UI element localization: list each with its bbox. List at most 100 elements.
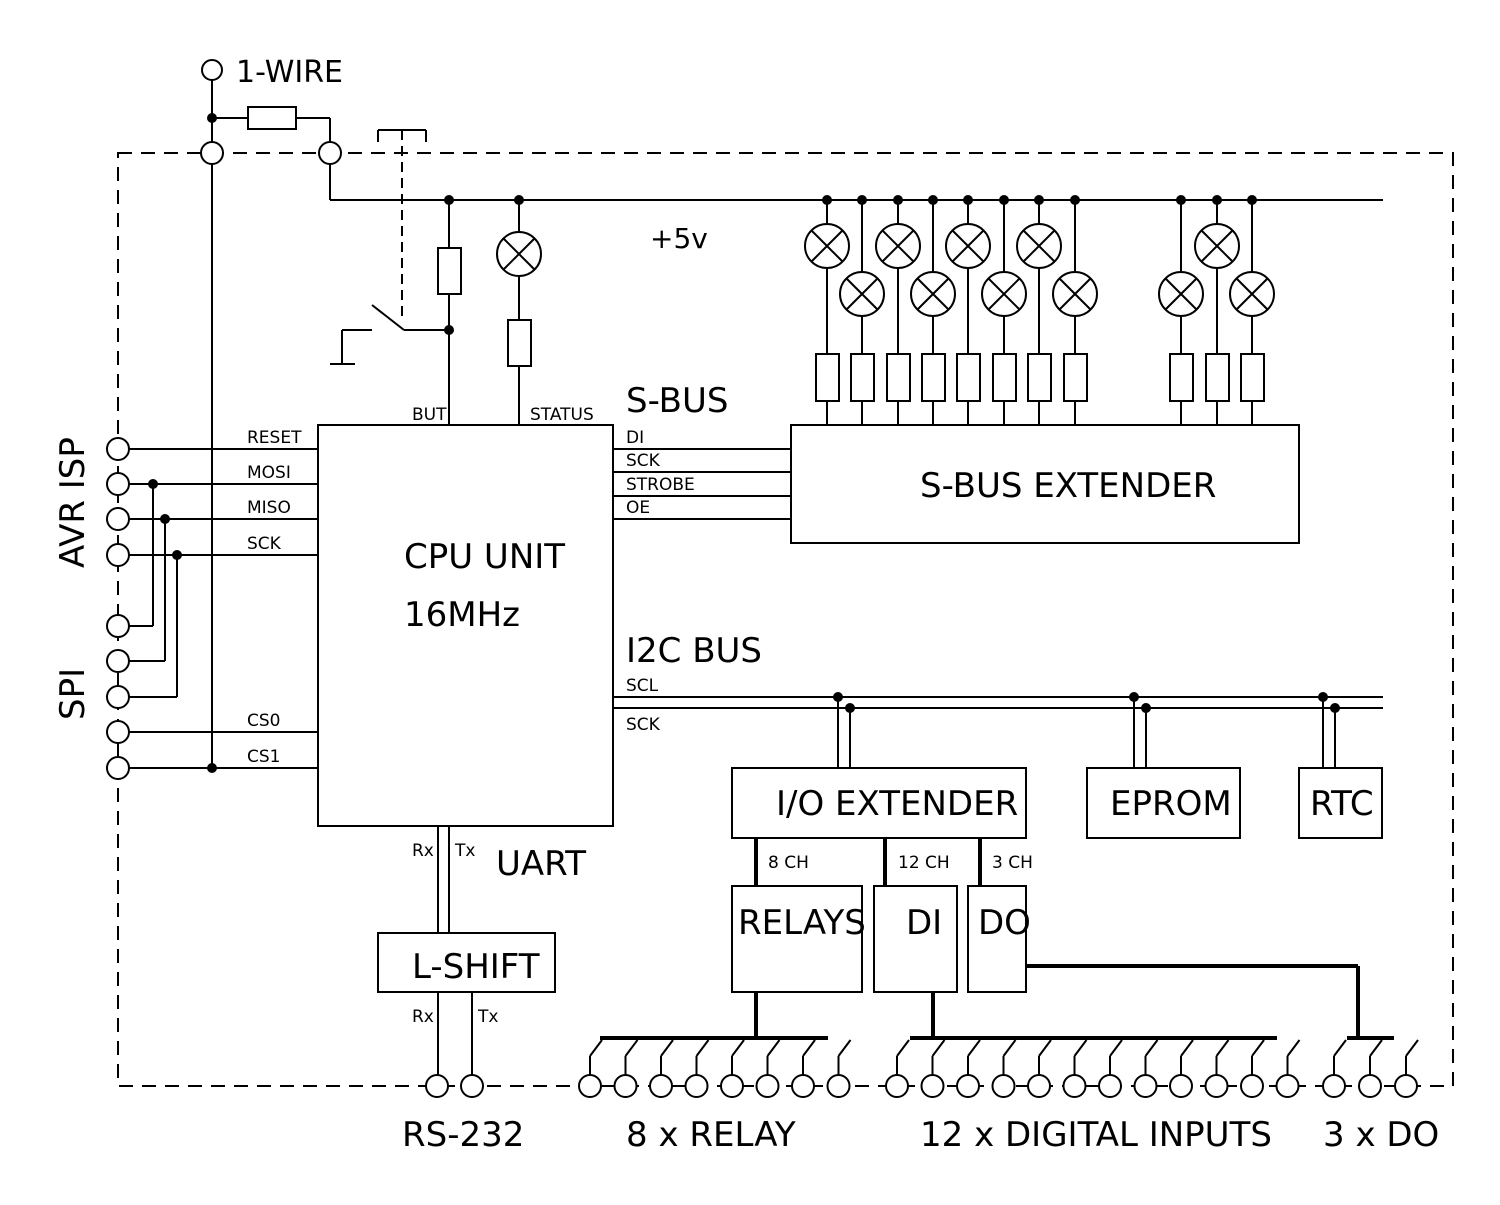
one-wire-vcc-terminal[interactable] (318, 141, 342, 165)
do-terminals (1322, 1039, 1419, 1098)
miso-terminal[interactable] (106, 507, 130, 531)
do-terminal[interactable] (1358, 1039, 1383, 1098)
eprom-block (1086, 767, 1241, 839)
relay-terminal[interactable] (826, 1039, 852, 1098)
digital-input-terminal[interactable] (1169, 1039, 1194, 1098)
led-resistor (1027, 353, 1052, 402)
relay-terminal[interactable] (755, 1039, 781, 1098)
digital-input-terminal[interactable] (1275, 1039, 1301, 1098)
relay-terminal[interactable] (791, 1039, 816, 1098)
cpu-unit-label: CPU UNIT (404, 537, 565, 577)
led-icon (945, 223, 991, 269)
mosi-terminal[interactable] (106, 472, 130, 496)
relay-terminal[interactable] (720, 1039, 745, 1098)
sck-cpu-label: SCK (247, 534, 282, 554)
cs0-label: CS0 (247, 711, 280, 731)
digital-input-terminal[interactable] (1098, 1039, 1123, 1098)
led-resistor (956, 353, 981, 402)
led-icon (1158, 271, 1204, 317)
but-label: BUT (412, 405, 447, 425)
cpu-unit-block (317, 424, 614, 827)
one-wire-node-dot (207, 113, 217, 123)
spi-miso-terminal[interactable] (106, 649, 130, 673)
rtc-label: RTC (1310, 784, 1374, 824)
rs232-tx-terminal[interactable] (460, 1074, 484, 1098)
oe-label: OE (626, 498, 650, 518)
digital-inputs12-label: 12 x DIGITAL INPUTS (920, 1115, 1272, 1155)
digital-input-terminals (885, 1039, 1301, 1098)
tx-top-label: Tx (454, 841, 475, 861)
di-bus-label: DI (626, 428, 644, 448)
sck-terminal[interactable] (106, 543, 130, 567)
digital-input-terminal[interactable] (1240, 1039, 1265, 1098)
status-resistor (507, 319, 532, 367)
led-resistor (992, 353, 1017, 402)
relays-block (731, 885, 863, 993)
relay-terminals (578, 1039, 852, 1098)
spi-sck-terminal[interactable] (106, 685, 130, 709)
led-resistor (815, 353, 840, 402)
io-extender-label: I/O EXTENDER (776, 784, 1018, 824)
reset-label: RESET (247, 428, 302, 448)
digital-input-terminal[interactable] (920, 1039, 946, 1098)
do-block (967, 885, 1027, 993)
one-wire-resistor (247, 106, 297, 130)
relay-terminal[interactable] (613, 1039, 639, 1098)
rs232-rx-terminal[interactable] (425, 1074, 449, 1098)
led-bank (804, 195, 1275, 425)
cs1-terminal[interactable] (106, 756, 130, 780)
relay-terminal[interactable] (649, 1039, 674, 1098)
led-channel (945, 195, 991, 425)
status-label: STATUS (530, 405, 594, 425)
l-shift-label: L-SHIFT (412, 947, 540, 987)
cs1-label: CS1 (247, 747, 280, 767)
led-icon (981, 271, 1027, 317)
digital-input-terminal[interactable] (1027, 1039, 1052, 1098)
digital-input-terminal[interactable] (956, 1039, 981, 1098)
one-wire-label: 1-WIRE (236, 55, 343, 90)
do3-label: 3 x DO (1323, 1115, 1439, 1155)
led-resistor (1240, 353, 1265, 402)
rtc-block (1298, 767, 1383, 839)
l-shift-block (377, 932, 556, 993)
io-extender-block (731, 767, 1027, 839)
reset-terminal[interactable] (106, 437, 130, 461)
led-resistor (921, 353, 946, 402)
led-channel (1194, 195, 1240, 425)
cpu-freq-label: 16MHz (404, 595, 520, 635)
led-channel (910, 195, 956, 425)
uart-label: UART (496, 844, 586, 884)
digital-input-terminal[interactable] (885, 1039, 910, 1098)
led-channel (839, 195, 885, 425)
digital-input-terminal[interactable] (991, 1039, 1017, 1098)
led-resistor (886, 353, 911, 402)
one-wire-terminal[interactable] (201, 59, 223, 81)
di-block (873, 885, 958, 993)
relay-terminal[interactable] (578, 1039, 603, 1098)
do-terminal[interactable] (1322, 1039, 1347, 1098)
strobe-label: STROBE (626, 475, 695, 495)
ch3-label: 3 CH (992, 853, 1033, 873)
isp-spi-terminals (106, 437, 130, 780)
cs0-terminal[interactable] (106, 720, 130, 744)
button-pullup-resistor (437, 247, 462, 295)
digital-input-terminal[interactable] (1204, 1039, 1230, 1098)
s-bus-extender-label: S-BUS EXTENDER (920, 466, 1216, 506)
digital-input-terminal[interactable] (1062, 1039, 1088, 1098)
sck-bus-label: SCK (626, 451, 661, 471)
led-icon (875, 223, 921, 269)
relay-terminal[interactable] (684, 1039, 710, 1098)
led-icon (910, 271, 956, 317)
spi-mosi-terminal[interactable] (106, 614, 130, 638)
mosi-label: MOSI (247, 463, 291, 483)
led-channel (1016, 195, 1062, 425)
digital-input-terminal[interactable] (1133, 1039, 1159, 1098)
one-wire-gnd-terminal[interactable] (200, 141, 224, 165)
led-channel (875, 195, 921, 425)
do-terminal[interactable] (1394, 1039, 1419, 1098)
button-switch[interactable] (371, 304, 405, 331)
ch8-label: 8 CH (768, 853, 809, 873)
led-resistor (850, 353, 875, 402)
scl-label: SCL (626, 676, 659, 696)
